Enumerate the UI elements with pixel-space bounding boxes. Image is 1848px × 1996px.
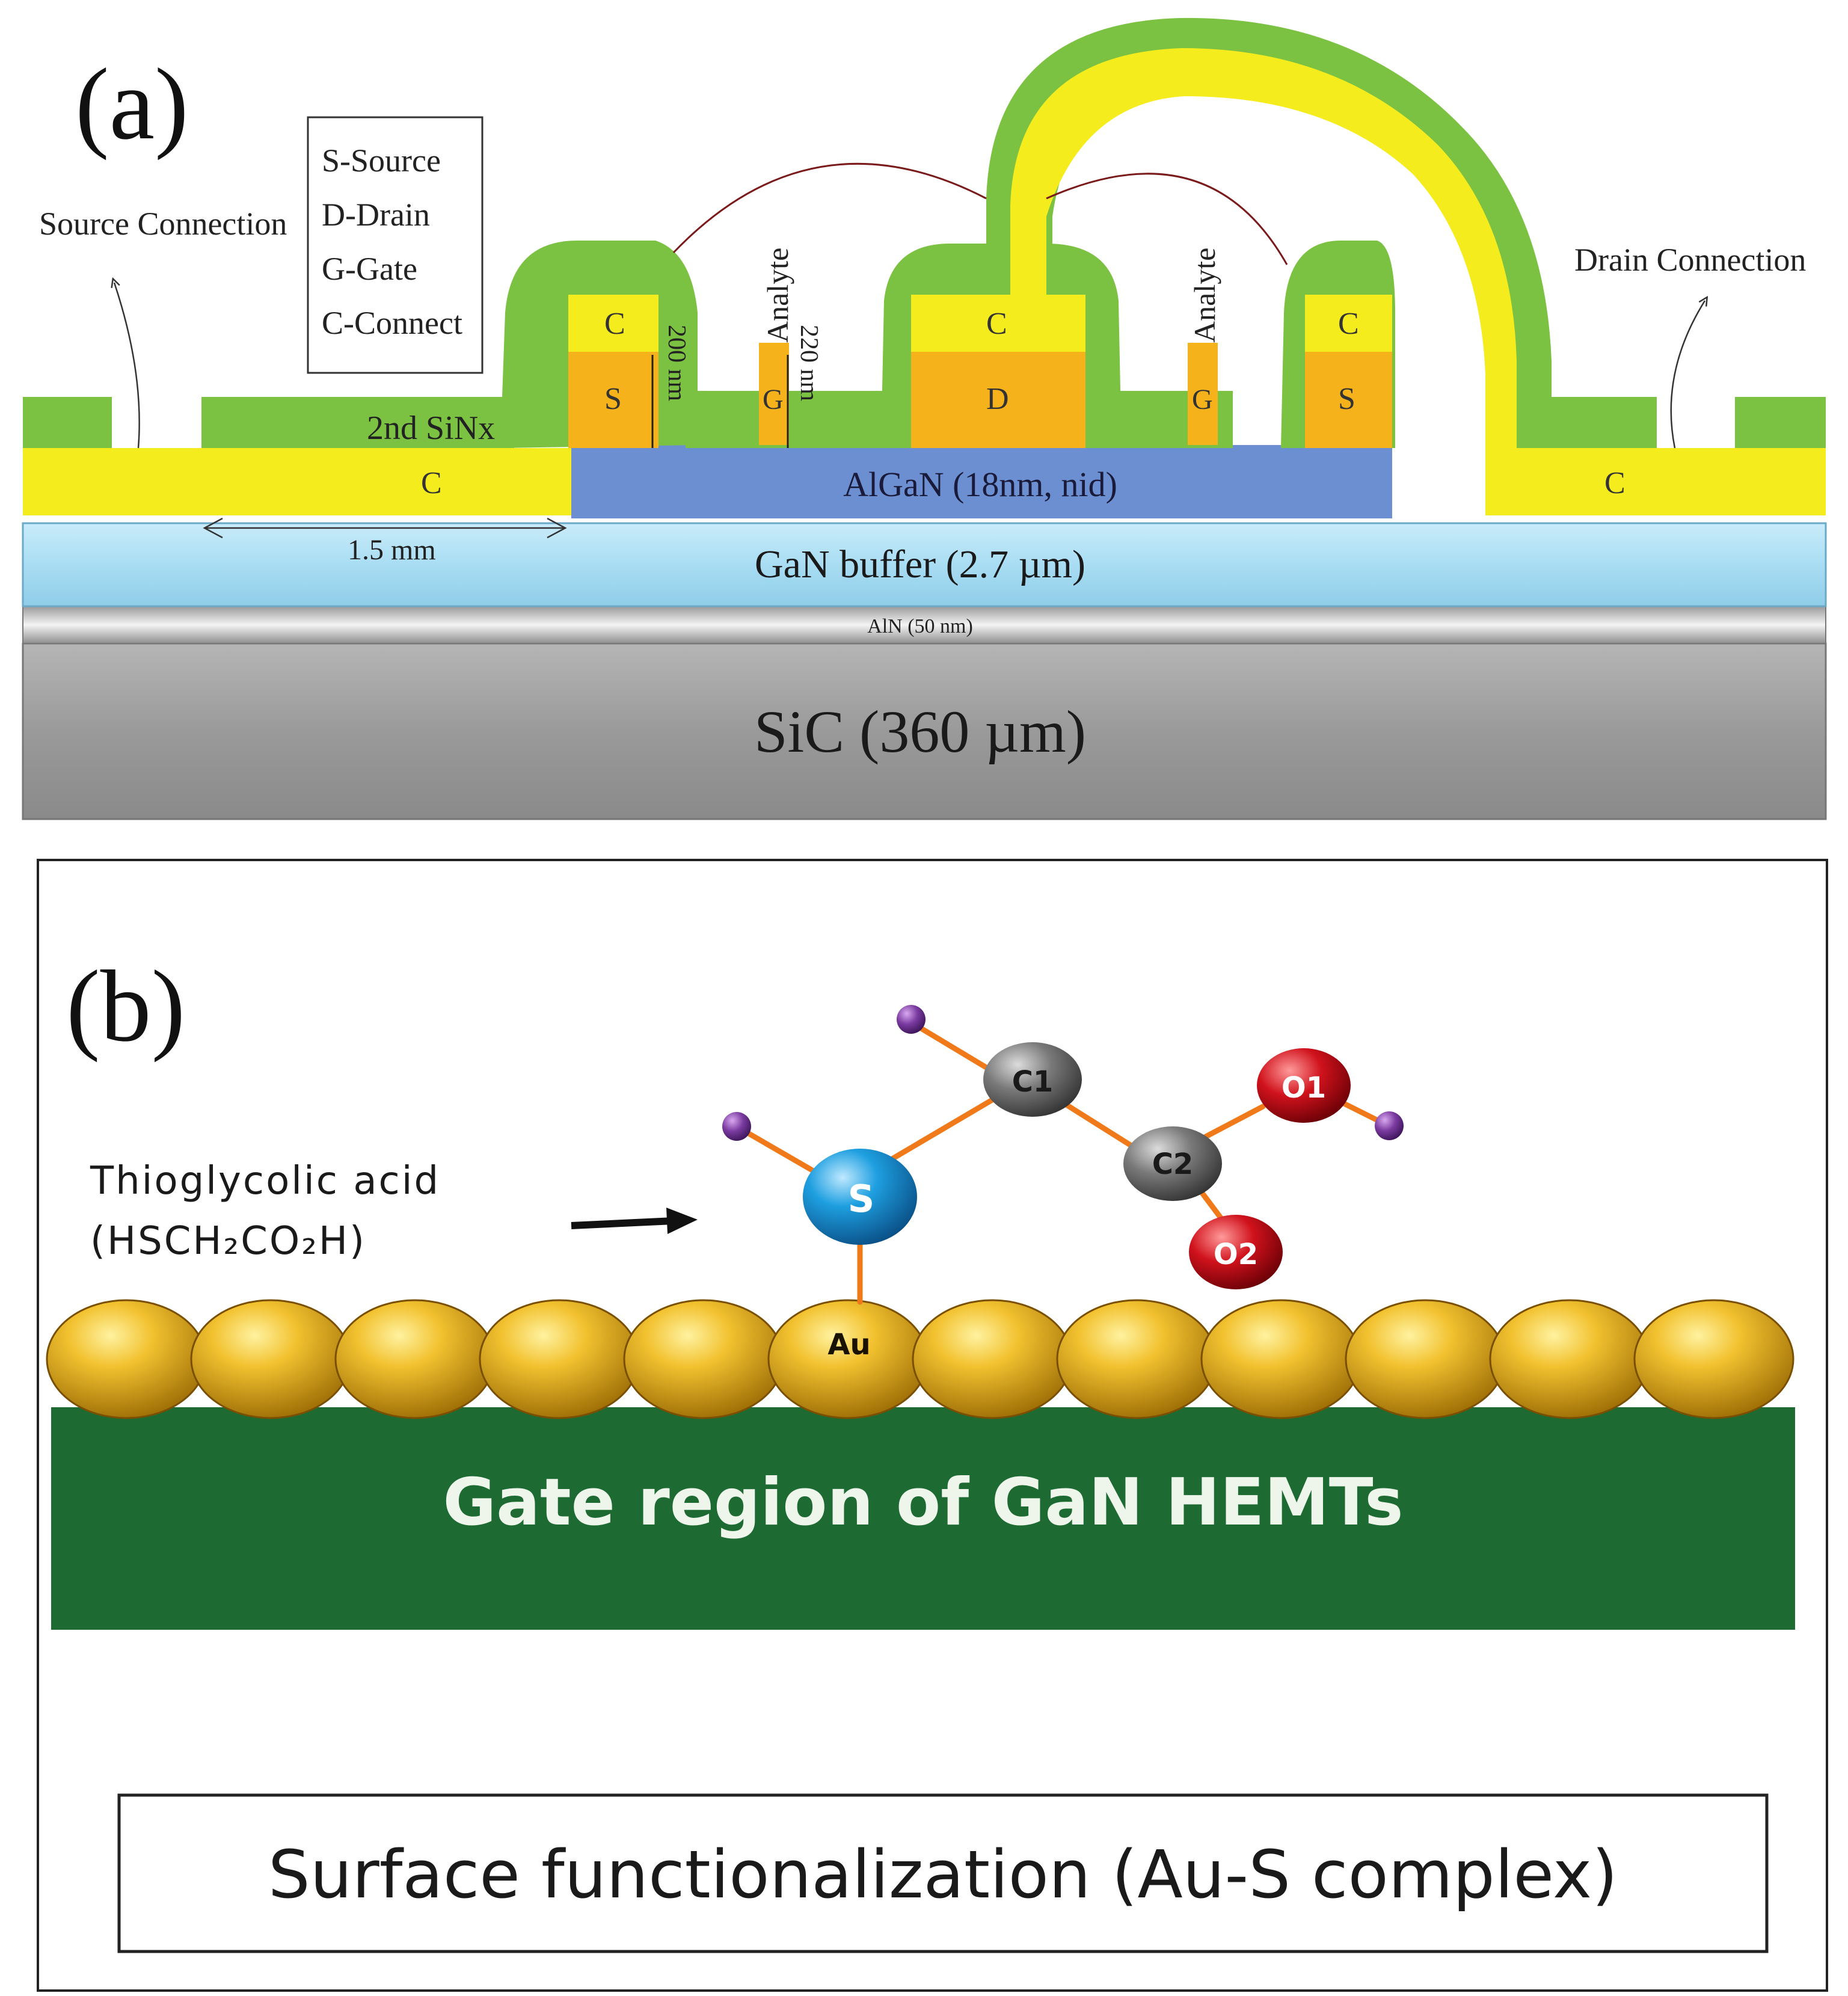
aln-label: AlN (50 nm) [867,615,973,637]
legend-box [307,116,483,374]
wire-left [672,162,987,254]
contact-c-2 [911,295,1085,352]
sinx-left-strip [201,397,514,448]
label-c-2: C [986,307,1007,341]
electrode-drain [911,352,1085,448]
panel-a-label: (a) [75,48,189,161]
gate-region-label: Gate region of GaN HEMTs [443,1465,1403,1540]
gate-region-block [51,1407,1795,1630]
gold-sphere-row [46,1299,1794,1419]
bond-h-s [735,1125,830,1182]
label-s-right: S [1338,382,1355,416]
bond-s-c1 [881,1092,1004,1167]
thioglycolic-arrow-shaft [571,1217,674,1229]
wire-right [1046,173,1288,265]
carbon-atom-c1 [983,1042,1082,1117]
thioglycolic-arrow-head [666,1208,698,1234]
label-c-right: C [1604,466,1625,500]
electrode-source-left [568,352,658,448]
legend-connect: C-Connect [322,305,462,341]
contact-c-1 [568,295,658,352]
sinx-left-pad [23,397,112,448]
atom-o1-label: O1 [1282,1071,1326,1105]
gold-sphere [912,1299,1073,1419]
gan-buffer-label: GaN buffer (2.7 µm) [755,542,1085,586]
label-c-1: C [604,307,625,341]
oxygen-atom-o1 [1257,1048,1351,1123]
carbon-atom-c2 [1123,1126,1222,1201]
algan-layer [571,445,1392,518]
hydrogen-atom [897,1005,926,1034]
sinx-right-pad [1735,397,1826,448]
atom-c1-label: C1 [1012,1065,1054,1099]
electrode-gate-left [759,343,789,445]
label-c-left: C [421,466,442,500]
electrode-source-right [1305,352,1392,448]
drain-connection-label: Drain Connection [1574,242,1806,278]
thioglycolic-label-line2: (HSCH₂CO₂H) [90,1219,366,1264]
atom-o2-label: O2 [1214,1238,1258,1271]
atom-s-label: S [848,1177,875,1221]
thioglycolic-label-line1: Thioglycolic acid [90,1159,440,1203]
hydrogen-atom [1375,1111,1404,1140]
sulfur-atom [803,1149,917,1245]
label-g-left: G [763,384,784,416]
dim-220-label: 220 nm [795,325,823,402]
gold-sphere [334,1299,496,1419]
caption-text: Surface functionalization (Au-S complex) [268,1836,1618,1913]
panel-b-label: (b) [66,950,185,1063]
label-c-3: C [1338,307,1359,341]
sic-substrate [22,642,1827,820]
algan-label: AlGaN (18nm, nid) [843,465,1117,504]
hydrogen-atom [722,1112,751,1141]
gold-sphere [1489,1299,1650,1419]
dim-200-label: 200 nm [663,325,690,402]
panel-a: S-Source D-Drain G-Gate C-Connect (a) So… [22,12,1827,821]
source-connection-arrow [114,283,140,449]
legend-drain: D-Drain [322,197,430,233]
contact-c-3 [1305,295,1392,352]
oxygen-atom-o2 [1189,1215,1283,1289]
analyte-label-left: Analyte [761,248,794,343]
gold-sphere [190,1299,351,1419]
left-contact-layer [23,448,571,515]
atom-au-label: Au [827,1328,870,1362]
label-d: D [986,382,1009,416]
arch-contact-inner [1010,48,1517,457]
drain-connection-arrow [1670,301,1705,449]
gold-sphere [1056,1299,1217,1419]
gold-sphere [1633,1299,1794,1419]
label-s-left: S [604,382,622,416]
sinx-label: 2nd SiNx [367,410,495,447]
legend-gate: G-Gate [322,251,417,287]
dim-1-5-arrow-right [547,517,567,539]
analyte-label-right: Analyte [1188,248,1221,343]
gold-sphere [46,1299,207,1419]
dim-1-5-arrow-left [203,517,223,539]
bond-c2-o1 [1203,1104,1266,1140]
panel-b: (b) Gate region of GaN HEMTs Au [37,859,1828,1992]
bond-h-c1 [908,1019,989,1070]
dim-1-5-label: 1.5 mm [348,534,436,566]
atom-c2-label: C2 [1152,1147,1194,1181]
caption-box [117,1793,1769,1953]
gan-buffer-layer [22,522,1827,607]
sic-label: SiC (360 µm) [754,698,1086,765]
right-contact-layer [1485,448,1826,515]
gold-sphere [1345,1299,1506,1419]
source-connection-label: Source Connection [39,206,287,242]
electrode-gate-right [1188,343,1218,445]
gold-sphere [1200,1299,1361,1419]
label-g-right: G [1192,384,1213,416]
gold-sphere [479,1299,640,1419]
legend-source: S-Source [322,143,441,179]
gold-sphere [623,1299,784,1419]
